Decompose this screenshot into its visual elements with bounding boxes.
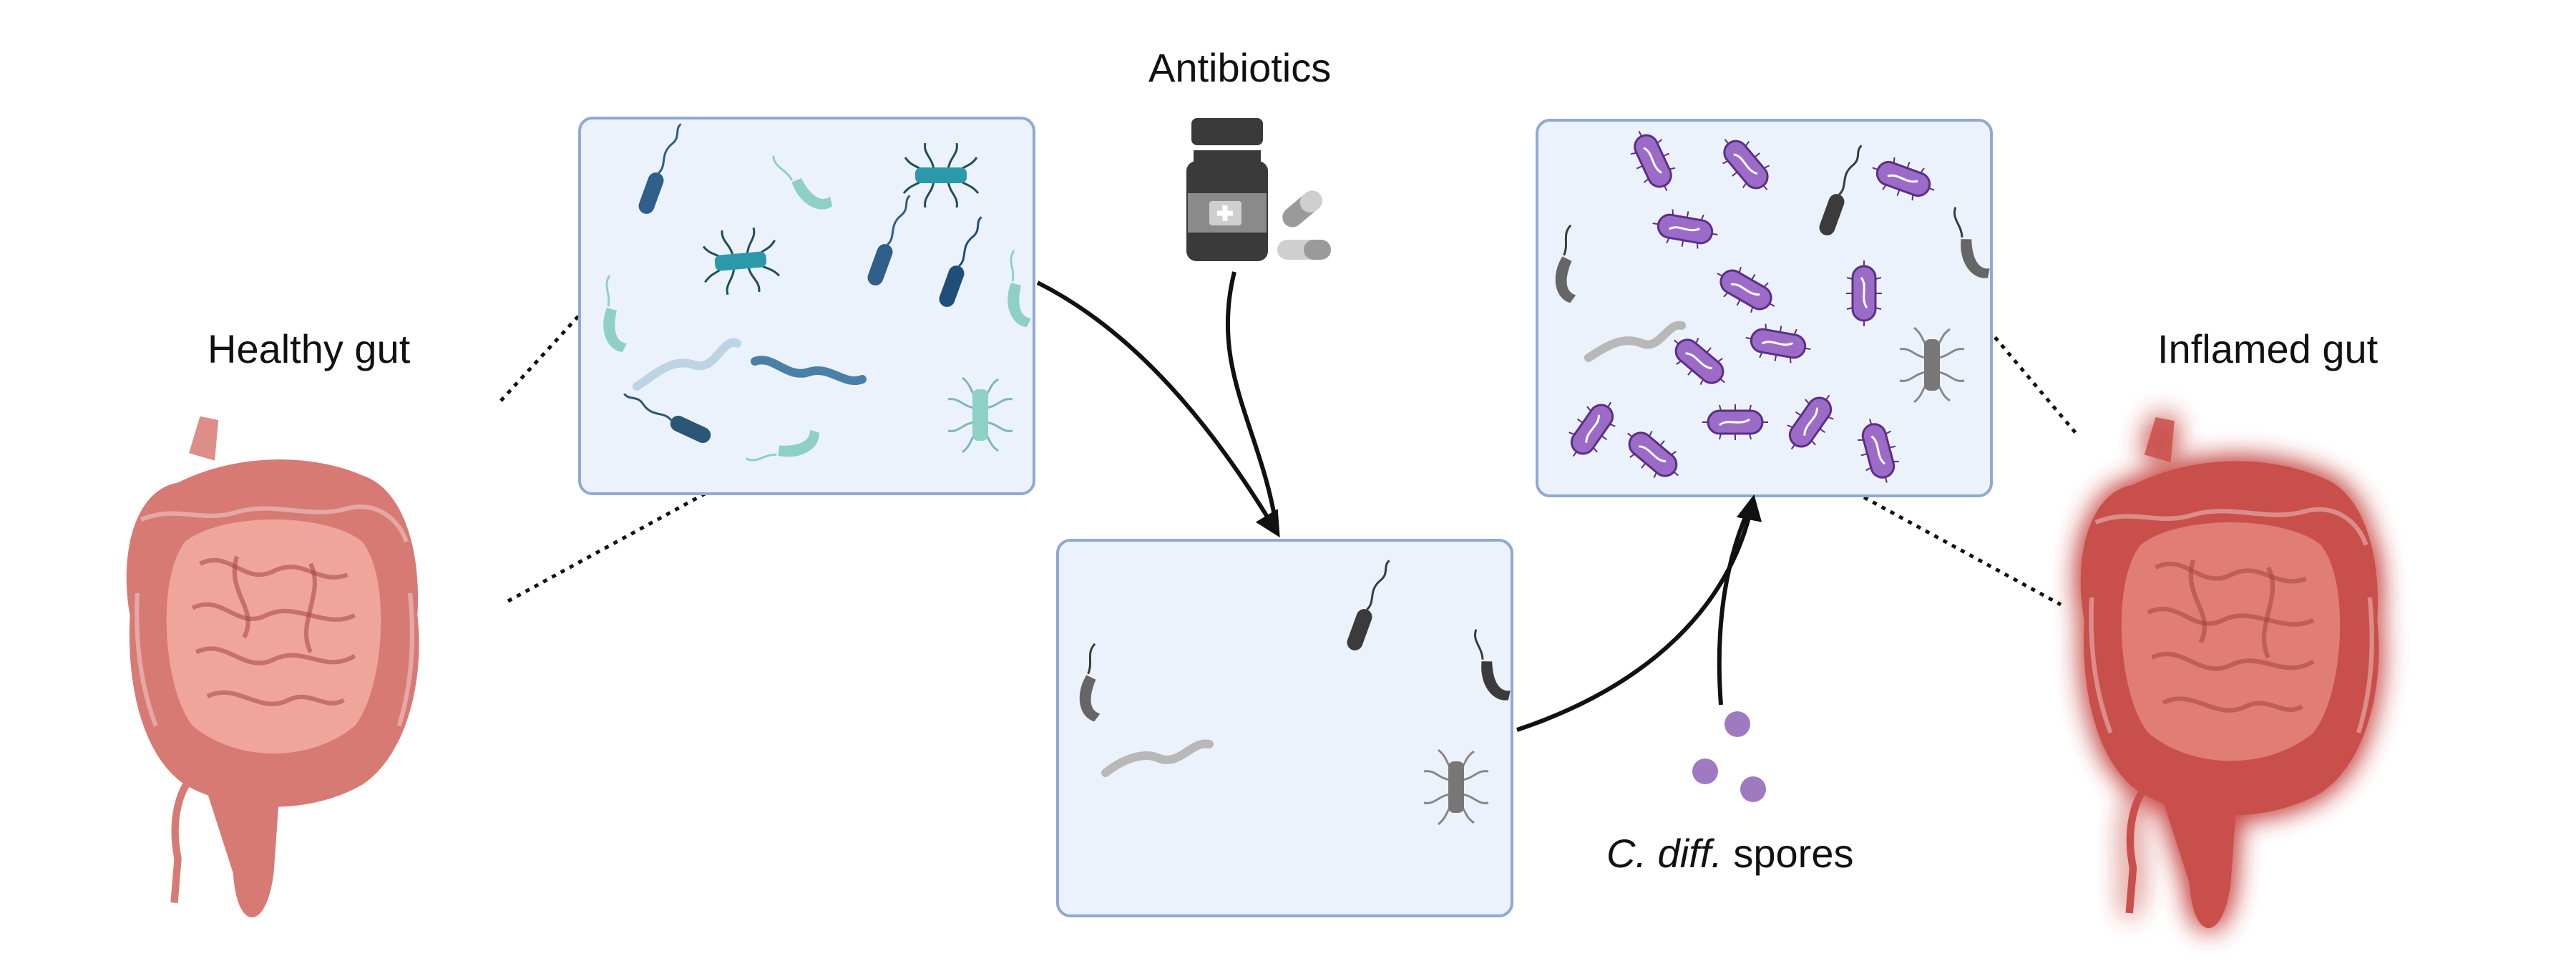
panel-healthy-microbiome: [578, 117, 1035, 495]
connector-healthy-bottom: [507, 492, 706, 603]
spiral-bacterium: [633, 338, 741, 391]
cdiff-spores: [1692, 711, 1766, 802]
label-spores-word: spores: [1733, 831, 1854, 876]
flow-arrows: [1036, 271, 1762, 732]
label-cdiff-species: C. diff.: [1606, 831, 1722, 876]
spore: [1724, 711, 1750, 737]
arrow-spores-to-cdiff: [1717, 498, 1755, 706]
panel-cdiff-bloom: [1536, 119, 1994, 497]
arrow-depleted-to-cdiff: [1516, 494, 1762, 732]
label-inflamed-gut: Inflamed gut: [2157, 326, 2379, 371]
spore: [1692, 758, 1718, 784]
spiral-bacterium: [751, 356, 867, 385]
bacteria-depleted: [1074, 555, 1514, 826]
label-antibiotics: Antibiotics: [1148, 45, 1332, 90]
capsule-pills-icon: [1277, 190, 1331, 260]
connector-inflamed-bottom: [1863, 495, 2062, 607]
spiral-bacterium: [1584, 321, 1686, 362]
arrow-antibiotics-to-depleted: [1225, 271, 1279, 534]
connector-healthy-top: [499, 313, 581, 402]
bacteria-healthy-diverse: [602, 119, 1033, 467]
healthy-intestine-illustration: [127, 416, 419, 917]
zoom-connector-lines: [499, 313, 2080, 607]
arrow-healthy-to-depleted: [1036, 280, 1280, 538]
connector-inflamed-top: [1981, 321, 2080, 438]
label-cdiff-spores: C. diff. spores: [1606, 830, 1853, 877]
medicine-bottle-icon: [1186, 118, 1268, 261]
panel-depleted-microbiome: [1056, 539, 1514, 917]
label-healthy-gut: Healthy gut: [208, 326, 411, 371]
spore: [1740, 776, 1766, 802]
inflamed-intestine-illustration: [2081, 417, 2379, 928]
spiral-bacterium: [1101, 739, 1214, 777]
bacteria-cdiff-colony: [1550, 122, 1994, 491]
